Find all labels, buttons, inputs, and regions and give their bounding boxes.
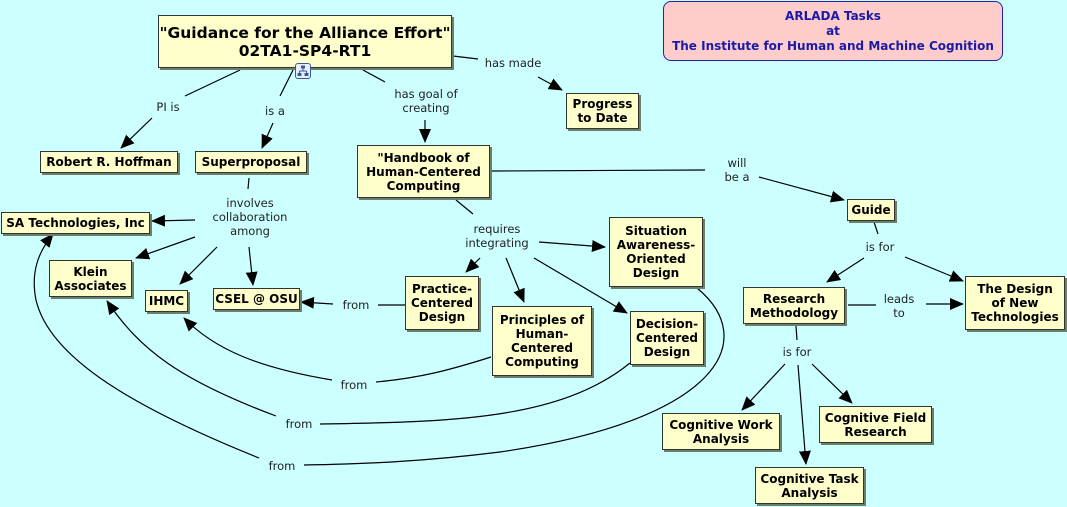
concept-research-methodology[interactable]: Research Methodology [743,287,845,324]
link-label-guide-is-for: is for [865,240,895,254]
concept-superproposal[interactable]: Superproposal [195,151,307,173]
concept-cognitive-work-analysis[interactable]: Cognitive Work Analysis [662,413,780,450]
link-isfor-design [904,256,964,282]
link-situation-from [303,287,725,466]
link-label-has-goal: has goal of creating [394,87,458,115]
link-label-involves: involves collaboration among [212,196,288,238]
concept-situation-awareness[interactable]: Situation Awareness- Oriented Design [609,217,703,287]
link-root-goal [362,69,386,83]
link-pi-hoffman [120,117,153,149]
link-isfor-research [826,257,865,283]
link-label-pi-is: PI is [156,100,180,114]
link-requires-practice [465,257,481,273]
link-label-from-practice: from [342,298,370,312]
link-handbook-requires [455,199,474,215]
concept-progress[interactable]: Progress to Date [566,93,639,129]
concept-practice-centered-design[interactable]: Practice- Centered Design [405,276,479,330]
link-from-klein [106,300,277,417]
link-involves-sa [151,214,196,227]
concept-decision-centered-design[interactable]: Decision- Centered Design [630,311,704,365]
submap-icon[interactable] [295,63,311,79]
concept-klein-associates[interactable]: Klein Associates [49,260,132,297]
link-will-guide [758,176,845,203]
link-label-has-made: has made [484,56,542,70]
link-handbook-will [490,169,706,172]
link-root-pi [184,69,241,97]
banner-title: ARLADA Tasks [785,9,881,23]
link-made-progress [537,76,563,91]
title-banner: ARLADA Tasks at The Institute for Human … [663,1,1003,61]
link-requires-situation [538,240,606,253]
link-isfor-cta [797,364,811,465]
concept-principles-hcc[interactable]: Principles of Human- Centered Computing [492,306,592,376]
link-involves-csel [245,246,258,286]
link-label-from-principles: from [340,378,368,392]
link-isa-super [261,122,274,149]
link-label-from-decision: from [285,417,313,431]
link-principles-from [375,356,492,383]
link-research-isfor [795,325,798,341]
link-decision-from [319,362,631,425]
concept-ihmc[interactable]: IHMC [145,290,188,312]
concept-handbook[interactable]: "Handbook of Human-Centered Computing [357,145,490,198]
concept-root[interactable]: "Guidance for the Alliance Effort" 02TA1… [158,15,452,68]
link-label-is-a: is a [265,104,285,118]
link-requires-principles [505,257,525,303]
concept-design-new-technologies[interactable]: The Design of New Technologies [965,276,1065,330]
link-guide-isfor [873,221,879,235]
concept-cognitive-field-research[interactable]: Cognitive Field Research [819,406,932,443]
concept-csel-osu[interactable]: CSEL @ OSU [213,288,300,310]
link-involves-ihmc [179,246,218,285]
link-isfor-cwa [741,363,786,411]
link-isfor-cfr [811,363,853,404]
link-from-csel [300,296,334,309]
banner-institute: The Institute for Human and Machine Cogn… [672,39,994,53]
link-super-involves [247,177,250,190]
concept-sa-technologies[interactable]: SA Technologies, Inc [1,212,150,234]
link-from-ihmc [183,317,333,381]
link-label-from-situation: from [268,459,296,473]
link-label-leads-to: leads to [883,292,915,320]
link-label-will-be: will be a [724,156,750,184]
concept-hoffman[interactable]: Robert R. Hoffman [40,151,178,173]
concept-cognitive-task-analysis[interactable]: Cognitive Task Analysis [755,467,864,504]
banner-at: at [826,24,840,38]
link-requires-decision [533,257,628,314]
link-from-satech [33,233,260,459]
link-involves-klein [135,236,196,260]
link-root-made [452,55,479,60]
concept-guide[interactable]: Guide [847,199,895,221]
link-label-requires: requires integrating [465,222,529,250]
link-label-rm-is-for: is for [782,345,812,359]
link-root-isa [279,69,294,97]
